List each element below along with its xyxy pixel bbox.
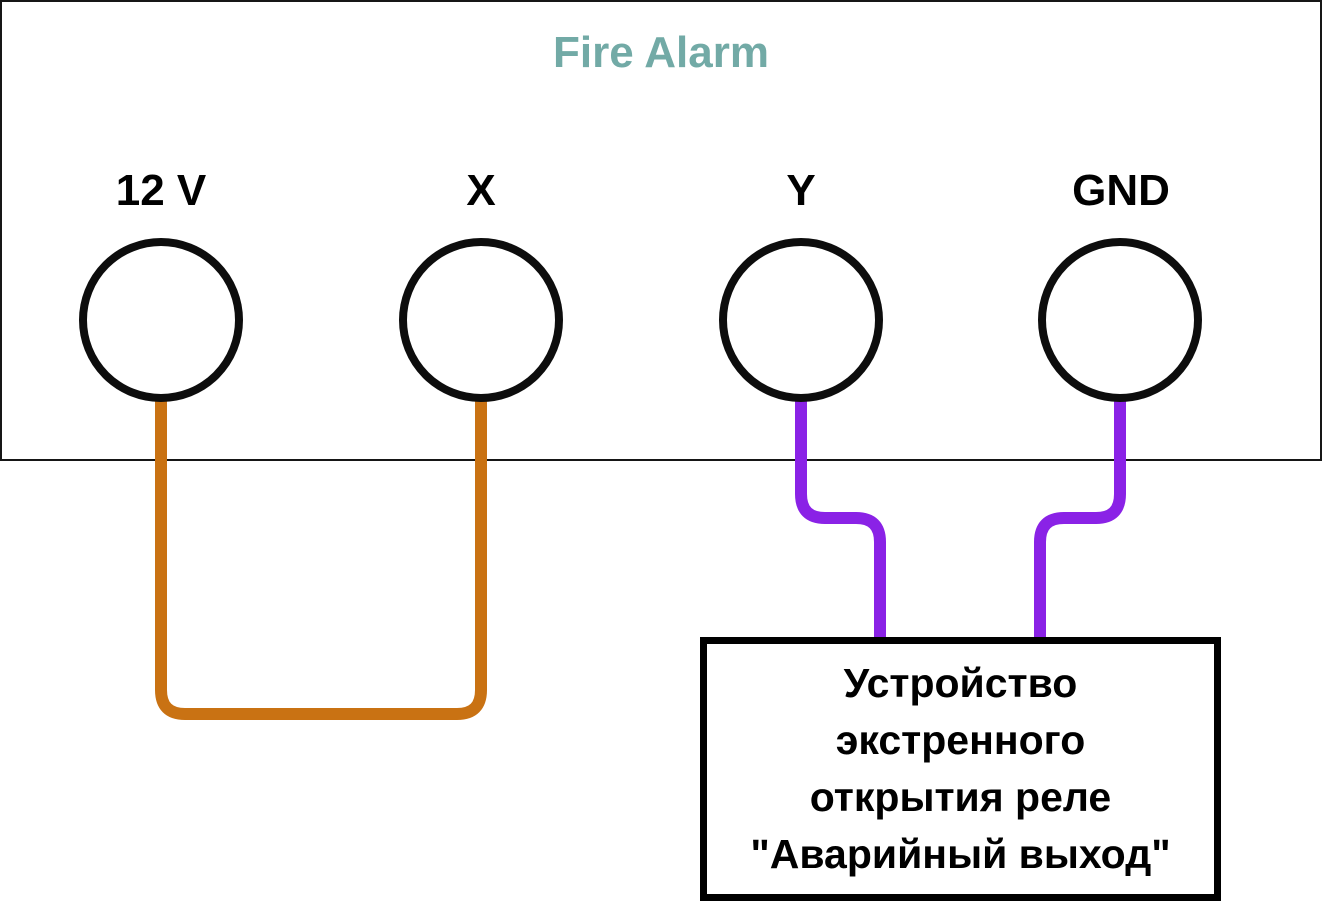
terminal-label-12v: 12 V (115, 166, 207, 215)
device-label-line: открытия реле (809, 774, 1112, 820)
device-label-line: "Аварийный выход" (750, 831, 1171, 877)
terminal-x (399, 238, 563, 402)
terminal-gnd (1038, 238, 1202, 402)
terminal-label-y: Y (786, 166, 816, 215)
panel-title: Fire Alarm (552, 28, 769, 77)
terminal-label-gnd: GND (1072, 166, 1170, 215)
terminal-12v (79, 238, 243, 402)
device-label-line: экстренного (835, 717, 1086, 763)
emergency-device-box: Устройство экстренного открытия реле "Ав… (700, 637, 1221, 901)
device-label-line: Устройство (843, 660, 1078, 706)
terminal-label-x: X (466, 166, 496, 215)
terminal-y (719, 238, 883, 402)
fire-alarm-panel (0, 0, 1322, 461)
